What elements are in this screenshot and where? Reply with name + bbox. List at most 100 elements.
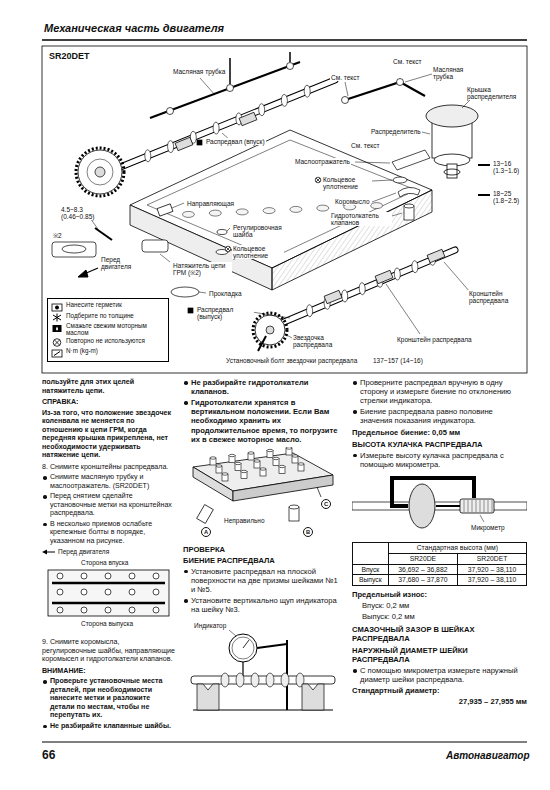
- intake-camshaft-part-part: [167, 140, 173, 152]
- direction-label: Перед двигателя: [100, 256, 142, 270]
- part-label: Регулировочная шайба: [232, 224, 280, 238]
- camshaft-sprocket-part: [255, 315, 285, 345]
- intake-camshaft-part-part: [145, 150, 151, 162]
- table-cell: Впуск: [355, 566, 386, 574]
- cylinder-head-part-part: [317, 205, 329, 211]
- camshaft-bracket-part: [427, 249, 445, 262]
- micrometer-drawing-part-part: [488, 500, 489, 512]
- camshaft-bracket-part: [324, 290, 342, 303]
- bullet-text: С помощью микрометра измерьте наружный д…: [360, 666, 518, 684]
- bullet-text: В несколько приемов ослабьте крепежные б…: [50, 520, 152, 545]
- bullet-item: Снимите масляную трубку и маслоотражател…: [42, 473, 175, 490]
- exhaust-camshaft-part: [306, 253, 435, 317]
- cylinder-head-part-part: [182, 211, 194, 217]
- bolt-order-drawing-part-part: [57, 573, 63, 579]
- bolt-order-drawing-part-part: [81, 589, 87, 595]
- dial-indicator-drawing-part: [232, 637, 254, 659]
- legend-symbol-part: [53, 339, 61, 347]
- part-label: Кронштейн распредвала: [396, 336, 473, 343]
- micrometer-drawing-part-part: [484, 500, 485, 512]
- exhaust-camshaft-part: [284, 250, 455, 322]
- table-cell: 37,920 – 38,110: [460, 566, 524, 574]
- bolt-order-drawing-part-part: [129, 589, 135, 595]
- bullet-dot: [43, 523, 47, 527]
- exhaust-camshaft-part-part: [359, 283, 366, 295]
- valve-parts: [52, 150, 430, 297]
- bullet-item: Гидротолкатели хранятся в вертикальном п…: [183, 398, 343, 444]
- bolt-order-drawing-part-part: [81, 607, 87, 613]
- leader-line-part: [172, 203, 184, 208]
- valve-parts-part: [142, 240, 168, 252]
- lifter-tray-drawing-part-part: [197, 504, 214, 523]
- body-text: пользуйте для этих целей натяжитель цепи…: [42, 378, 175, 395]
- distributor-part: [447, 164, 457, 178]
- subsection-heading: БИЕНИЕ РАСПРЕДВАЛА: [183, 556, 343, 565]
- legend-symbol-part: [56, 326, 58, 330]
- oil-tube-part: [229, 58, 231, 84]
- bullet-text: Установите распредвал на плоской поверхн…: [191, 567, 338, 594]
- leader-line-part: [285, 334, 292, 338]
- symbol-icon-part: [315, 177, 321, 183]
- figure-label: Микрометр: [470, 524, 506, 531]
- bullet-dot: [353, 410, 357, 414]
- dial-indicator-drawing-part: [197, 684, 219, 710]
- runout-check-figure: Индикатор: [183, 618, 343, 716]
- lifter-storage-figure: AНеправильноBC: [183, 447, 343, 541]
- note-label: См. текст: [350, 142, 380, 149]
- spec-text: Предельное биение: 0,05 мм: [352, 428, 527, 437]
- spec-text: Впуск: 0,2 мм: [352, 601, 527, 610]
- page-header: Механическая часть двигателя: [44, 22, 224, 34]
- lifter-tray-drawing-part: [193, 467, 233, 501]
- cylinder-head: [130, 130, 432, 290]
- table-cell: 37,680 – 37,870: [391, 576, 455, 584]
- bolt-order-drawing-part-part: [81, 573, 87, 579]
- bullet-item: Биение распредвала равно половине значен…: [352, 407, 527, 425]
- bullet-text: Установите вертикально щуп индикатора на…: [191, 596, 337, 614]
- leader-line-part: [372, 180, 392, 181]
- oil-tube-part: [167, 108, 174, 115]
- camshaft-sprocket-part: [253, 313, 287, 347]
- note-label: См. текст: [392, 58, 422, 65]
- step-text: 9. Снимите коромысла, регулировочные шай…: [42, 638, 175, 664]
- camshaft-sprocket-part: [258, 336, 266, 351]
- lifter-tray-drawing-part-part: [216, 465, 222, 467]
- torque-label: 137~157 (14~16): [372, 357, 424, 364]
- legend-symbol-part: [52, 304, 62, 311]
- leader-line-part: [227, 228, 230, 231]
- camshaft-sprocket-part: [87, 159, 113, 185]
- oil-tube-part: [342, 97, 349, 104]
- lifter-tray-drawing-part: [233, 475, 333, 501]
- legend-row: Смажьте свежим моторным маслом: [51, 323, 165, 337]
- leader-line-part: [462, 100, 470, 108]
- step-text: 8. Снимите кронштейны распредвала.: [42, 463, 175, 472]
- table-cell: 37,680 – 37,870: [388, 575, 457, 586]
- leader-line-part: [422, 132, 430, 134]
- table-cell: Выпуск: [353, 575, 389, 586]
- bullet-dot: [184, 570, 188, 574]
- legend-symbol-part: [53, 325, 62, 332]
- bolt-order-drawing-part-part: [105, 589, 111, 595]
- bullet-text: Биение распредвала равно половине значен…: [360, 407, 493, 425]
- valve-parts-part: [157, 204, 173, 216]
- micrometer-drawing-part-part: [468, 500, 469, 512]
- bolt-order-figure: Перед двигателяСторона впускаСторона вып…: [42, 548, 175, 634]
- legend-symbol: [51, 313, 63, 322]
- note-text: Из-за того, что положение звездочек коле…: [42, 409, 175, 460]
- legend-box: Нанесите герметикПодберите по толщинеСма…: [47, 298, 169, 362]
- leader-line-part: [392, 213, 402, 216]
- bullet-text: Перед снятием сделайте установочные метк…: [50, 492, 172, 517]
- symbol-icon-part: [316, 178, 320, 182]
- bolt-order-drawing-part: [57, 573, 159, 613]
- micrometer-drawing-part: [409, 484, 435, 528]
- valve-parts-part: [62, 245, 86, 253]
- bolt-order-drawing-part-part: [57, 589, 63, 595]
- bolt-order-drawing-part-part: [57, 607, 63, 613]
- part-label: Кольцевое уплотнение: [322, 176, 372, 190]
- lifter-tray-drawing-part-part: [317, 487, 321, 497]
- bolt-order-drawing-part: [52, 602, 165, 605]
- lifter-tray-drawing-part: [210, 447, 304, 481]
- leader-line-part: [252, 312, 290, 318]
- bolt-order-drawing-part-part: [105, 573, 111, 579]
- intake-camshaft: [118, 80, 335, 168]
- lifter-tray-drawing-part-part: [241, 470, 247, 472]
